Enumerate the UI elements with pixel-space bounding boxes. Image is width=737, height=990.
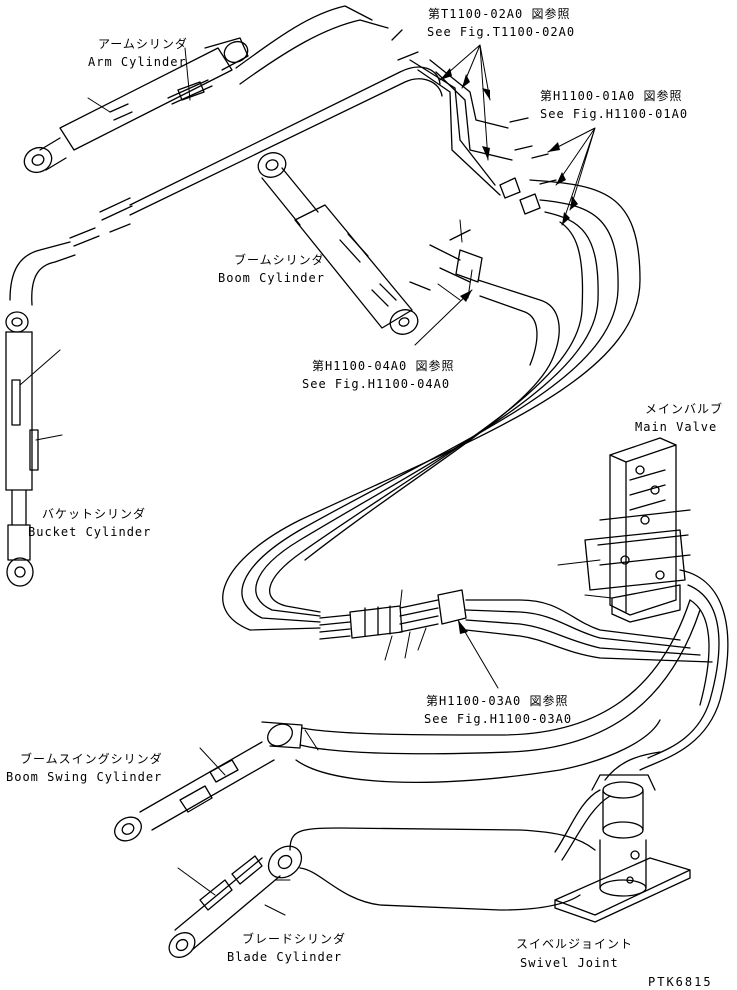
ref-h1100-03a0-jp: 第H1100-03A0 図参照	[426, 694, 569, 708]
arm-cylinder	[23, 37, 249, 174]
main-valve	[584, 437, 691, 623]
arrowheads	[440, 68, 578, 634]
fittings-cluster	[69, 29, 557, 640]
blade-cylinder-label-en: Blade Cylinder	[227, 950, 343, 964]
drawing-code: PTK6815	[648, 975, 713, 989]
arm-cylinder-label-en: Arm Cylinder	[88, 55, 187, 69]
ref-t1100-02a0-jp: 第T1100-02A0 図参照	[428, 7, 571, 21]
ref-h1100-01a0-en: See Fig.H1100-01A0	[540, 107, 689, 121]
ref-h1100-04a0-en: See Fig.H1100-04A0	[302, 377, 451, 391]
boom-cylinder-label-jp: ブームシリンダ	[234, 253, 325, 267]
swivel-joint-label-en: Swivel Joint	[520, 956, 619, 970]
ref-h1100-04a0-jp: 第H1100-04A0 図参照	[312, 359, 455, 373]
ref-t1100-02a0-en: See Fig.T1100-02A0	[427, 25, 576, 39]
bucket-cylinder-label-jp: バケットシリンダ	[42, 507, 147, 521]
ref-h1100-03a0-en: See Fig.H1100-03A0	[424, 712, 573, 726]
main-valve-label-en: Main Valve	[635, 420, 718, 434]
arm-cylinder-label-jp: アームシリンダ	[98, 37, 188, 51]
boom-cylinder	[257, 152, 419, 335]
hydraulic-lines	[9, 5, 729, 911]
blade-cylinder-label-jp: ブレードシリンダ	[242, 932, 347, 946]
boom-swing-cylinder-label-jp: ブームスイングシリンダ	[20, 752, 163, 766]
blade-cylinder	[168, 845, 303, 958]
bucket-cylinder	[5, 311, 39, 587]
swivel-joint-label-jp: スイベルジョイント	[516, 937, 634, 951]
leader-lines	[19, 44, 613, 916]
boom-swing-cylinder-label-en: Boom Swing Cylinder	[6, 770, 163, 784]
ref-h1100-01a0-jp: 第H1100-01A0 図参照	[540, 89, 683, 103]
bucket-cylinder-label-en: Bucket Cylinder	[28, 525, 152, 539]
swivel-joint	[554, 774, 691, 923]
boom-swing-cylinder	[114, 721, 303, 842]
main-valve-label-jp: メインバルブ	[645, 402, 724, 416]
boom-cylinder-label-en: Boom Cylinder	[218, 271, 325, 285]
